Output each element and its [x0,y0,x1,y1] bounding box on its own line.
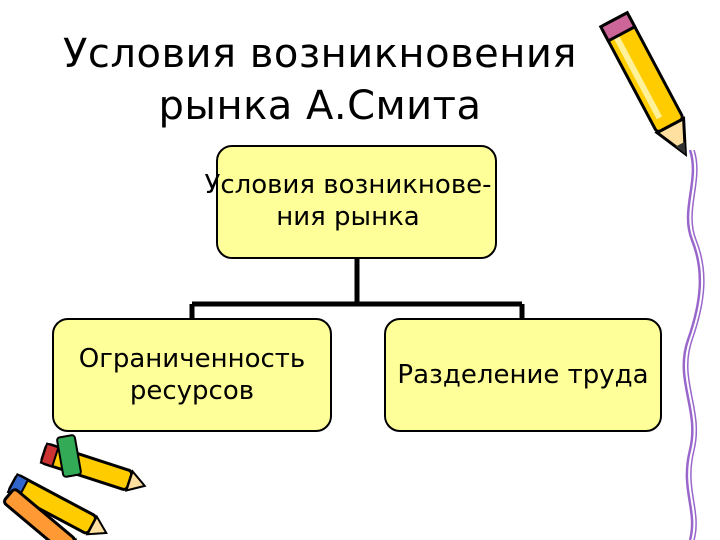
title-line-1: Условия возникновения [63,31,577,77]
crayons-icon [3,434,147,540]
scribble-line [682,150,705,540]
child-node-resources-line-1: Ограниченность [78,344,306,374]
root-node: Условия возникнове- ния рынка [204,145,497,259]
title-line-2: рынка А.Смита [158,83,482,129]
child-node-resources: Ограниченность ресурсов [52,318,332,432]
child-node-labor-line-1: Разделение труда [397,360,649,390]
pencil-icon [598,10,688,158]
root-node-line-1: Условия возникнове- [204,170,492,200]
child-node-labor: Разделение труда [384,318,662,432]
slide-title: Условия возникновения рынка А.Смита [40,28,600,132]
child-node-resources-line-2: ресурсов [129,376,255,406]
root-node-line-2: ния рынка [276,202,420,232]
